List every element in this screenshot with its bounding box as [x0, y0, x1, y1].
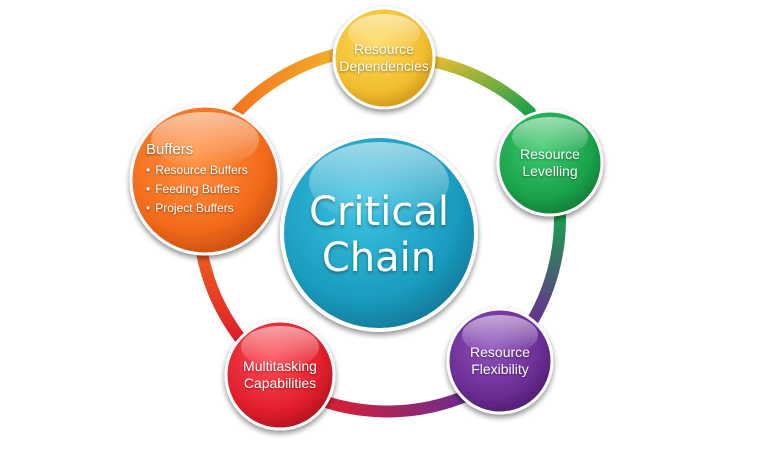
- buffers-item-project: Project Buffers: [146, 199, 268, 218]
- node-resource-dependencies: [332, 6, 436, 110]
- center-node: [280, 134, 478, 332]
- buffers-list: Resource Buffers Feeding Buffers Project…: [146, 161, 268, 218]
- resource-flexibility-line1: Resource: [470, 344, 530, 360]
- resource-dependencies-line2: Dependencies: [339, 58, 429, 74]
- multitasking-capabilities-line1: Multitasking: [243, 358, 317, 374]
- buffers-title: Buffers: [146, 141, 194, 158]
- label-multitasking-capabilities: Multitasking Capabilities: [228, 351, 332, 399]
- multitasking-capabilities-line2: Capabilities: [243, 375, 317, 391]
- node-resource-levelling: [496, 109, 604, 217]
- label-resource-dependencies: Resource Dependencies: [334, 34, 434, 82]
- node-resource-flexibility: [446, 307, 554, 415]
- center-title: Critical Chain: [284, 140, 474, 330]
- center-title-line1: Critical: [309, 189, 449, 235]
- buffers-item-resource: Resource Buffers: [146, 161, 268, 180]
- label-buffers: Buffers Resource Buffers Feeding Buffers…: [146, 140, 268, 218]
- center-title-line2: Chain: [321, 235, 437, 281]
- ring-arc-dependencies-to-levelling: [419, 54, 536, 118]
- resource-levelling-line1: Resource: [520, 146, 580, 162]
- ring-arc-flexibility-to-multitasking: [314, 389, 474, 418]
- resource-flexibility-line2: Flexibility: [471, 361, 529, 377]
- resource-levelling-line2: Levelling: [522, 163, 578, 179]
- label-resource-flexibility: Resource Flexibility: [450, 337, 550, 385]
- buffers-item-feeding: Feeding Buffers: [146, 180, 268, 199]
- label-resource-levelling: Resource Levelling: [500, 139, 600, 187]
- resource-dependencies-line1: Resource: [354, 41, 414, 57]
- ring-arc-levelling-to-flexibility: [524, 209, 567, 331]
- node-multitasking-capabilities: [224, 319, 336, 431]
